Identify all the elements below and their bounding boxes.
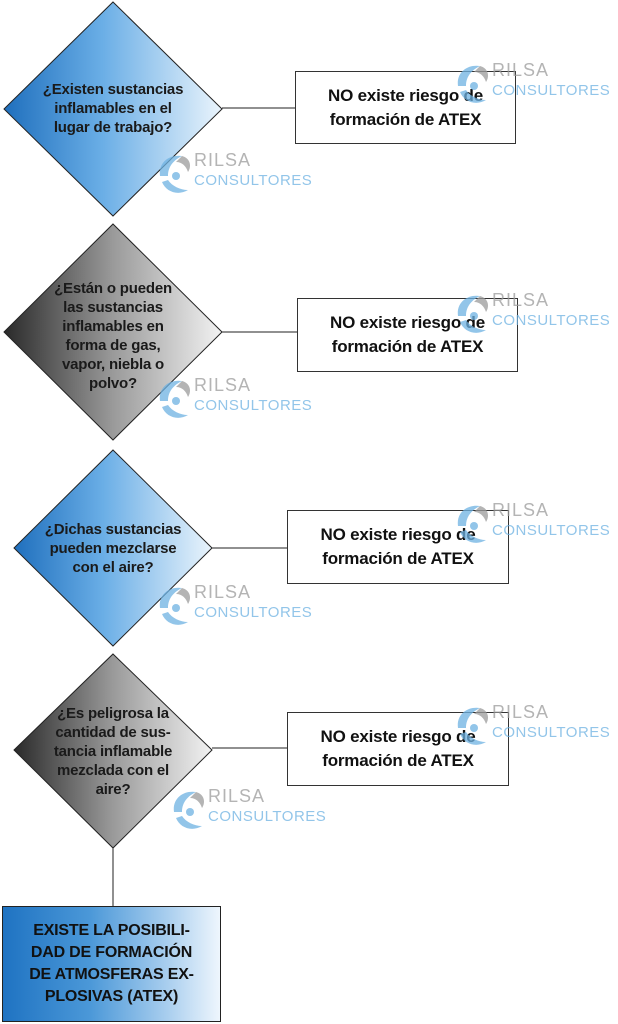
question-2-line: las sustancias bbox=[63, 299, 163, 316]
question-4-line: ¿Es peligrosa la bbox=[57, 705, 169, 722]
question-4: ¿Es peligrosa la cantidad de sus- tancia… bbox=[13, 704, 213, 799]
no-risk-box-4: NO existe riesgo de formación de ATEX bbox=[287, 712, 509, 786]
question-1-line: lugar de trabajo? bbox=[53, 119, 173, 136]
question-2-line: inflamables en bbox=[62, 318, 164, 335]
atex-possibility-box: EXISTE LA POSIBILI- DAD DE FORMACIÓN DE … bbox=[2, 906, 221, 1022]
no-risk-box-2: NO existe riesgo de formación de ATEX bbox=[297, 298, 518, 372]
question-3-line: con el aire? bbox=[72, 559, 154, 576]
no-risk-text: NO existe riesgo de bbox=[330, 313, 485, 332]
no-risk-text: formación de ATEX bbox=[329, 109, 482, 129]
final-box-line: DAD DE FORMACIÓN bbox=[30, 944, 193, 961]
question-3-line: ¿Dichas sustancias bbox=[44, 521, 182, 538]
no-risk-text: formación de ATEX bbox=[322, 549, 474, 568]
no-risk-text: formación de ATEX bbox=[331, 337, 484, 356]
question-4-line: tancia inflamable bbox=[53, 743, 173, 760]
question-2-line: ¿Están o pueden bbox=[54, 280, 172, 297]
question-1-line: ¿Existen sustancias bbox=[42, 81, 184, 98]
no-risk-text: formación de ATEX bbox=[322, 751, 474, 770]
question-3-line: pueden mezclarse bbox=[49, 540, 177, 557]
final-box-line: EXISTE LA POSIBILI- bbox=[33, 922, 190, 939]
question-3: ¿Dichas sustancias pueden mezclarse con … bbox=[13, 520, 213, 577]
final-box-line: PLOSIVAS (ATEX) bbox=[44, 988, 179, 1005]
question-2-line: forma de gas, bbox=[65, 337, 161, 354]
question-4-line: mezclada con el bbox=[56, 762, 170, 779]
question-2: ¿Están o pueden las sustancias inflamabl… bbox=[13, 279, 213, 393]
no-risk-text: NO existe riesgo de bbox=[320, 727, 476, 746]
final-box-line: DE ATMOSFERAS EX- bbox=[29, 966, 194, 983]
question-4-line: cantidad de sus- bbox=[55, 724, 171, 741]
no-risk-text: NO existe riesgo de bbox=[328, 85, 483, 105]
question-4-line: aire? bbox=[95, 781, 131, 798]
no-risk-box-3: NO existe riesgo de formación de ATEX bbox=[287, 510, 509, 584]
no-risk-box-1: NO existe riesgo de formación de ATEX bbox=[295, 71, 516, 144]
question-2-line: vapor, niebla o bbox=[61, 356, 165, 373]
no-risk-text: NO existe riesgo de bbox=[320, 525, 476, 544]
question-1: ¿Existen sustancias inflamables en el lu… bbox=[13, 80, 213, 137]
question-2-line: polvo? bbox=[89, 375, 137, 392]
question-1-line: inflamables en el bbox=[54, 100, 172, 117]
